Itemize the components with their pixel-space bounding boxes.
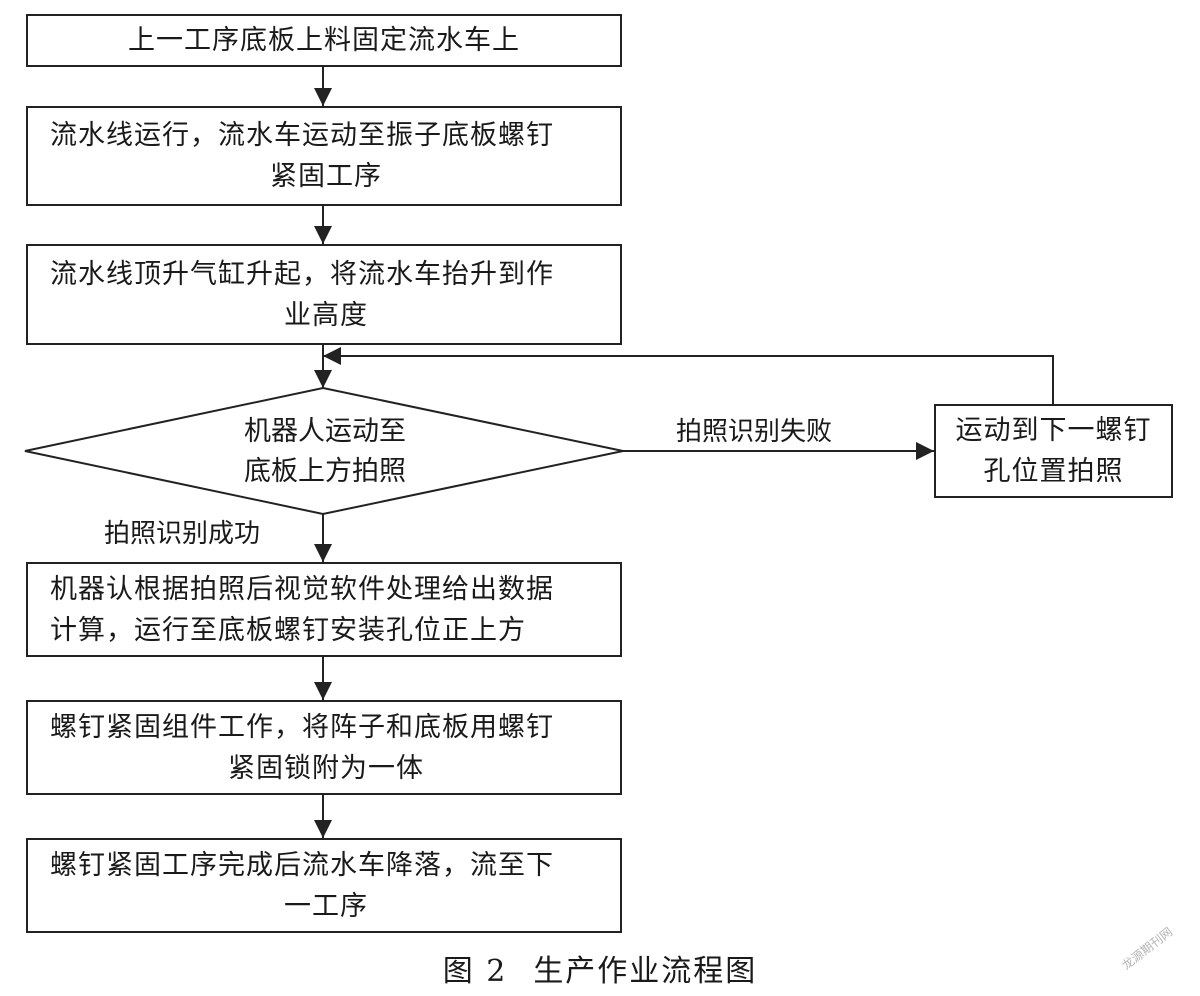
step-4-box: 机器认根据拍照后视觉软件处理给出数据 计算，运行至底板螺钉安装孔位正上方 [26, 562, 622, 657]
step-4-line2: 计算，运行至底板螺钉安装孔位正上方 [50, 614, 526, 646]
figure-title: 生产作业流程图 [533, 954, 758, 989]
figure-caption: 图 2 生产作业流程图 [0, 952, 1200, 992]
step-3-line2: 业高度 [284, 299, 368, 331]
fail-label: 拍照识别失败 [676, 417, 833, 447]
step-5-line2: 紧固锁附为一体 [228, 752, 424, 784]
loop-back-line [323, 355, 1054, 404]
retry-line1: 运动到下一螺钉 [955, 415, 1152, 446]
step-3-box: 流水线顶升气缸升起，将流水车抬升到作 业高度 [26, 244, 622, 345]
success-label: 拍照识别成功 [104, 519, 261, 549]
step-6-box: 螺钉紧固工序完成后流水车降落，流至下 一工序 [26, 838, 622, 933]
step-3-line1: 流水线顶升气缸升起，将流水车抬升到作 [50, 258, 554, 290]
figure-number: 图 2 [442, 954, 508, 989]
decision-text: 机器人运动至 底板上方拍照 [200, 412, 450, 492]
step-5-line1: 螺钉紧固组件工作，将阵子和底板用螺钉 [50, 711, 554, 743]
retry-line2: 孔位置拍照 [983, 456, 1124, 487]
step-5-box: 螺钉紧固组件工作，将阵子和底板用螺钉 紧固锁附为一体 [26, 700, 622, 795]
step-2-box: 流水线运行，流水车运动至振子底板螺钉 紧固工序 [26, 106, 622, 206]
decision-line2: 底板上方拍照 [244, 456, 406, 487]
step-2-line1: 流水线运行，流水车运动至振子底板螺钉 [50, 120, 554, 151]
step-4-line1: 机器认根据拍照后视觉软件处理给出数据 [50, 573, 554, 605]
retry-box: 运动到下一螺钉 孔位置拍照 [934, 404, 1173, 498]
step-6-line2: 一工序 [284, 890, 368, 922]
step-6-line1: 螺钉紧固工序完成后流水车降落，流至下 [50, 849, 554, 881]
step-2-line2: 紧固工序 [270, 161, 382, 192]
step-1-text: 上一工序底板上料固定流水车上 [128, 25, 520, 56]
decision-line1: 机器人运动至 [244, 416, 406, 447]
step-1-box: 上一工序底板上料固定流水车上 [26, 14, 622, 67]
